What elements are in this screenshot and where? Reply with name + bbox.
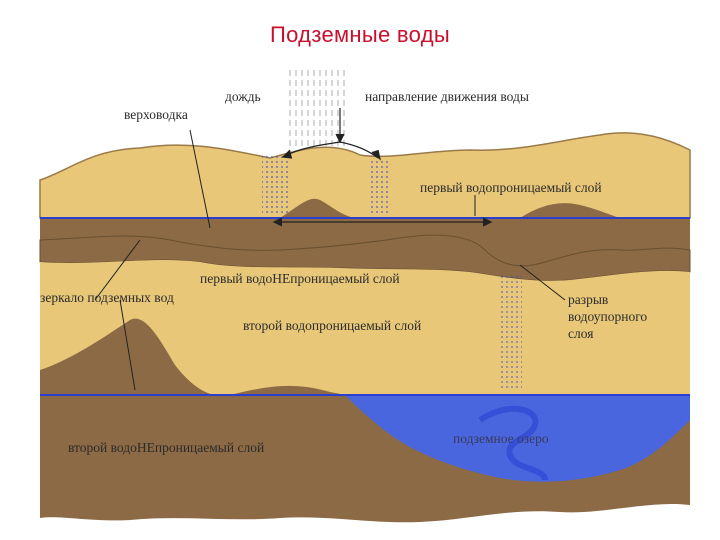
- label-perched-water: верховодка: [124, 107, 188, 122]
- first-impermeable-layer: [40, 218, 690, 266]
- label-first-impermeable: первый водоНЕпроницаемый слой: [200, 271, 400, 286]
- second-permeable-layer: [40, 260, 690, 395]
- label-flow-direction: направление движения воды: [365, 89, 529, 104]
- label-aquitard-break-3: слоя: [568, 326, 593, 341]
- label-underground-lake: подземное озеро: [453, 431, 549, 446]
- infiltration-left: [262, 155, 290, 215]
- infiltration-right: [368, 158, 390, 216]
- flow-arrows: [272, 108, 493, 227]
- label-first-permeable: первый водопроницаемый слой: [420, 180, 602, 195]
- label-aquitard-break-2: водоупорного: [568, 309, 647, 324]
- label-water-table: зеркало подземных вод: [40, 290, 174, 305]
- label-second-permeable: второй водопроницаемый слой: [243, 318, 421, 333]
- leader-lines: [94, 129, 566, 391]
- first-permeable-layer: [39, 132, 691, 219]
- seepage-dots: [500, 275, 522, 390]
- label-rain: дождь: [225, 89, 261, 104]
- label-second-impermeable: второй водоНЕпроницаемый слой: [68, 440, 264, 455]
- label-aquitard-break-1: разрыв: [568, 292, 608, 307]
- page-title: Подземные воды: [270, 22, 450, 47]
